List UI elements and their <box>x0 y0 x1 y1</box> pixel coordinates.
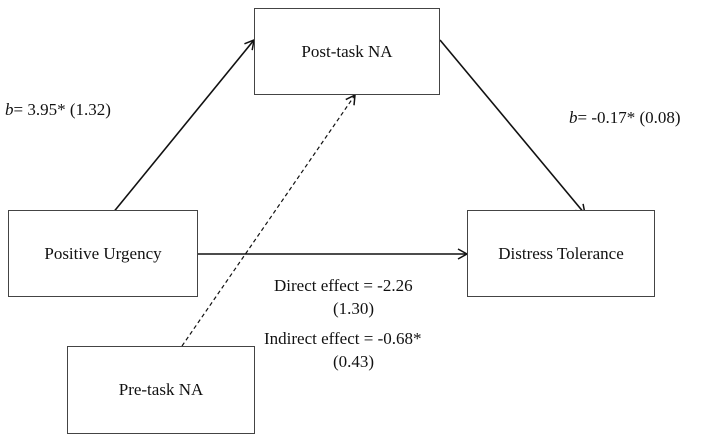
node-positive-urgency: Positive Urgency <box>8 210 198 297</box>
node-distress-tolerance-label: Distress Tolerance <box>498 243 624 263</box>
path-a-value: = 3.95* (1.32) <box>13 100 111 119</box>
node-distress-tolerance: Distress Tolerance <box>467 210 655 297</box>
path-b-coefficient: b= -0.17* (0.08) <box>569 108 681 128</box>
path-a-symbol: b <box>5 100 14 119</box>
indirect-effect-line2: (0.43) <box>333 352 375 371</box>
path-b-value: = -0.17* (0.08) <box>577 108 681 127</box>
node-pre-task-na-label: Pre-task NA <box>118 380 204 399</box>
node-post-task-na-label: Post-task NA <box>301 41 393 61</box>
node-post-task-na: Post-task NA <box>254 8 440 95</box>
indirect-effect-line1: Indirect effect = -0.68* <box>264 329 422 348</box>
arrow-pre-task-to-post-task-dashed <box>181 93 356 347</box>
arrow-post-task-to-distress <box>439 39 586 216</box>
direct-effect-line1: Direct effect = -2.26 <box>274 276 413 295</box>
arrow-urgency-to-post-task <box>111 38 255 215</box>
node-positive-urgency-label: Positive Urgency <box>44 243 162 263</box>
path-b-symbol: b <box>569 108 578 127</box>
path-a-coefficient: b= 3.95* (1.32) <box>5 100 111 120</box>
direct-effect-line2: (1.30) <box>333 299 375 318</box>
node-pre-task-na: Pre-task NA <box>67 346 255 434</box>
